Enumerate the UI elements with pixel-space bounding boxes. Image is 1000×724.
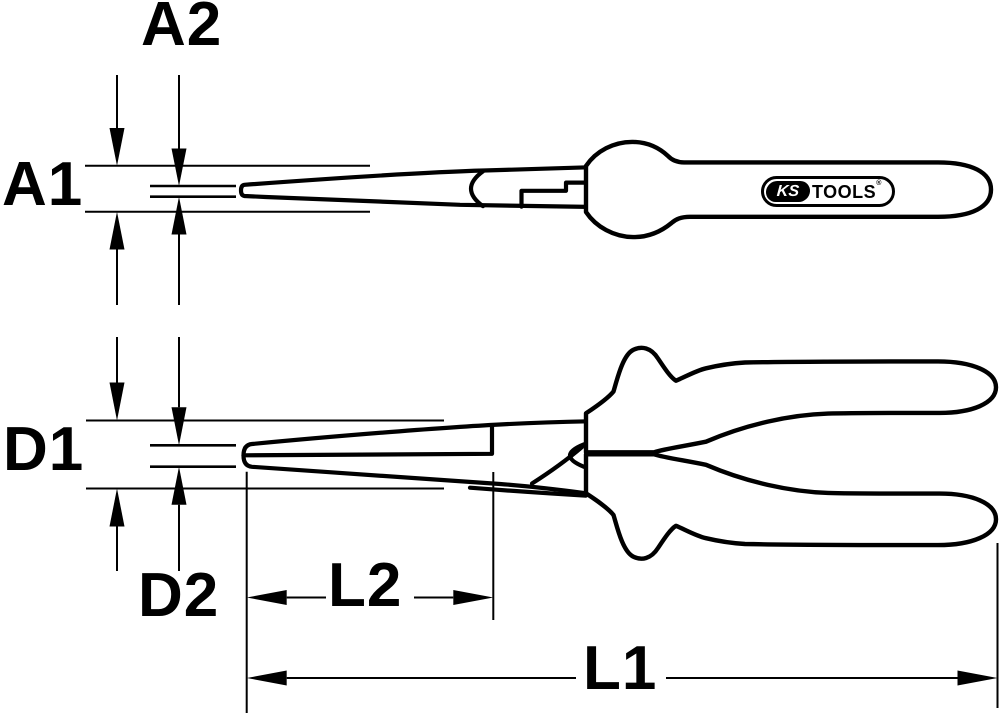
top-boss-curve bbox=[529, 444, 585, 486]
side-nose-outline bbox=[238, 165, 591, 209]
ks-logo-badge: KS bbox=[765, 181, 811, 202]
top-lap-line bbox=[467, 485, 589, 498]
top-pivot-arc bbox=[567, 442, 587, 469]
dim-label-l1: L1 bbox=[583, 634, 658, 703]
dim-label-d1: D1 bbox=[3, 415, 85, 484]
dim-label-a2: A2 bbox=[141, 0, 223, 59]
registered-trademark-icon: ® bbox=[876, 180, 882, 187]
top-jaw-seam bbox=[241, 423, 495, 458]
dim-label-a1: A1 bbox=[2, 150, 84, 219]
ks-tools-logo: KS TOOLS ® bbox=[761, 176, 895, 207]
dim-label-d2: D2 bbox=[138, 561, 220, 630]
side-view-dimension-lines bbox=[85, 75, 370, 305]
top-view-dimension-lines bbox=[86, 337, 999, 713]
dim-label-l2: L2 bbox=[328, 551, 403, 620]
side-pivot-curve bbox=[468, 169, 486, 209]
top-lower-handle bbox=[583, 452, 999, 561]
top-view-pliers-outline bbox=[241, 345, 999, 561]
tools-logo-text: TOOLS bbox=[812, 181, 877, 202]
top-upper-handle bbox=[583, 345, 999, 455]
side-joint-step bbox=[519, 180, 591, 209]
